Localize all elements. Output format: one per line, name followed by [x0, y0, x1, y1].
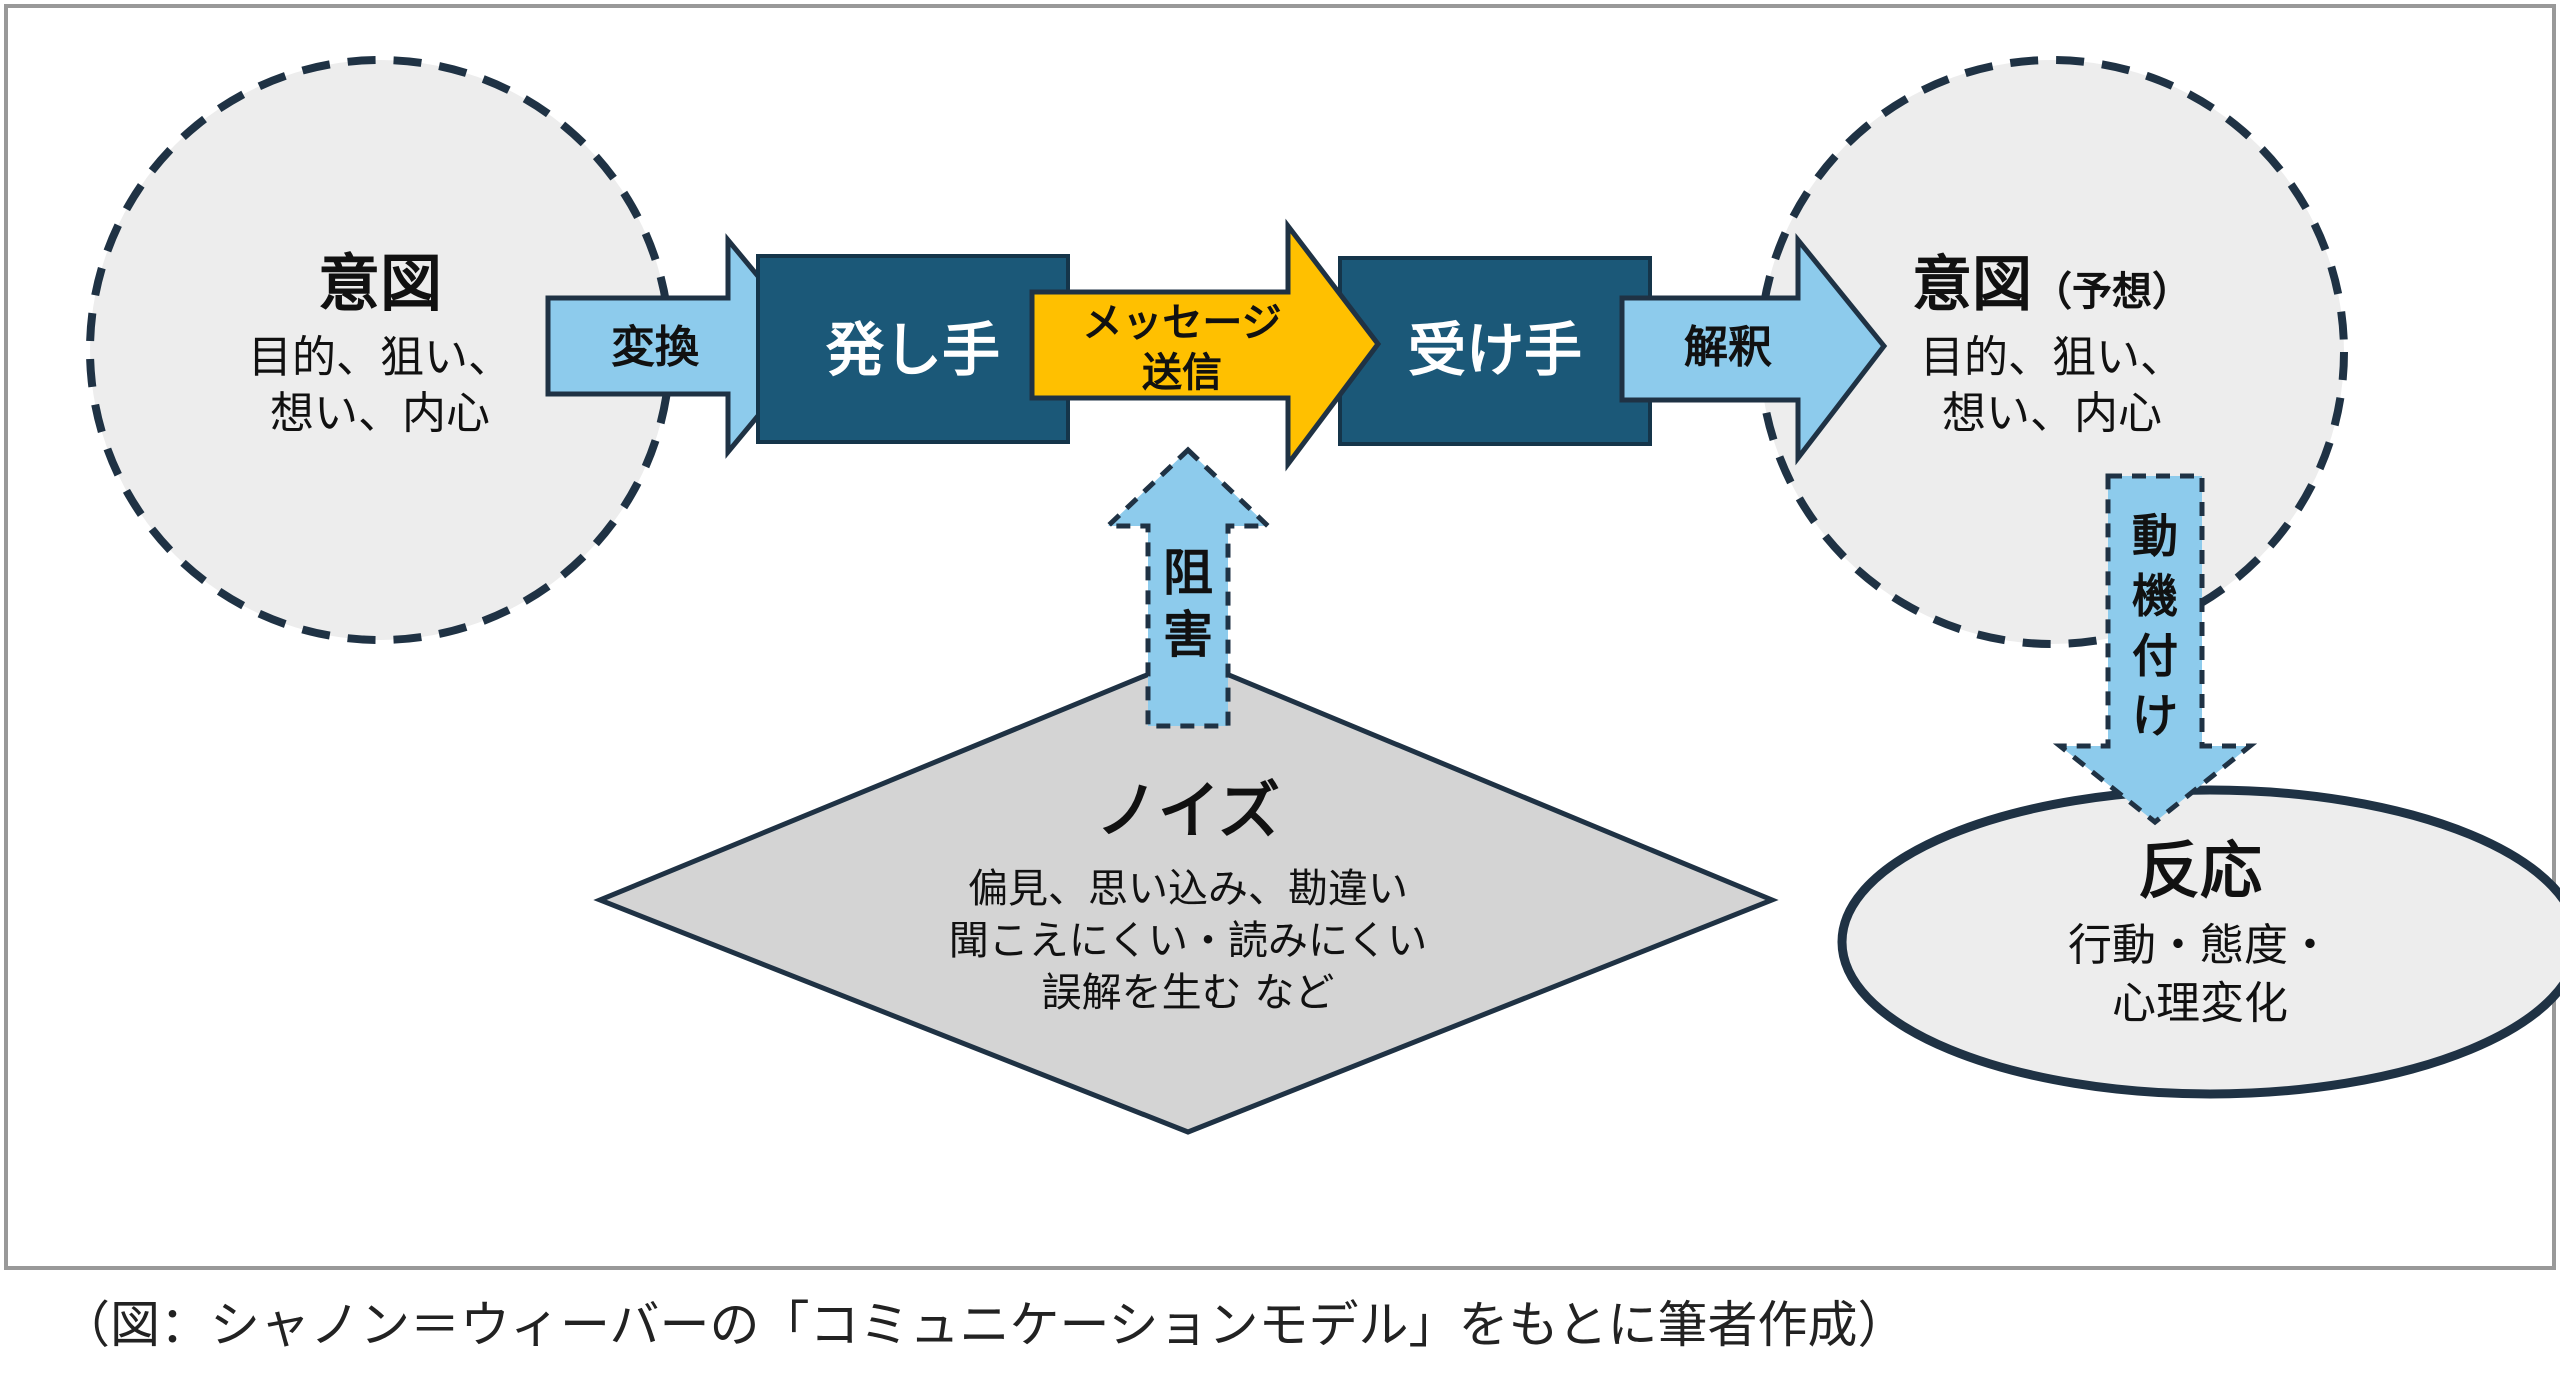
noise-line-2: 聞こえにくい・読みにくい — [949, 918, 1427, 964]
sender-intent-title: 意図 — [318, 247, 442, 320]
interpret-arrow-label: 解釈 — [1684, 322, 1772, 373]
motivate-arrow-char-2: 機 — [2132, 569, 2178, 623]
obstruct-arrow-char-1: 阻 — [1163, 544, 1213, 602]
noise-diamond — [593, 655, 1779, 1135]
receiver-intent-subtitle: （予想） — [2032, 269, 2192, 315]
message-arrow-line-2: 送信 — [1142, 350, 1222, 396]
sender-intent-line-1: 目的、狙い、 — [248, 332, 512, 383]
sender-box — [756, 254, 1070, 444]
motivate-arrow-char-3: 付 — [2132, 629, 2178, 683]
communication-model-diagram: 意図 目的、狙い、 想い、内心 意図（予想） 目的、狙い、 想い、内心 変換 発… — [4, 4, 2560, 1270]
receiver-intent-title: 意図（予想） — [1912, 250, 2192, 320]
reaction-line-2: 心理変化 — [2112, 978, 2288, 1029]
receiver-box — [1338, 256, 1652, 446]
interpret-arrow — [1619, 232, 1888, 466]
receiver-intent-title-main: 意図 — [1912, 250, 2032, 320]
reaction-title: 反応 — [2138, 834, 2262, 907]
obstruct-arrow-char-2: 害 — [1163, 606, 1213, 664]
receiver-intent-line-2: 想い、内心 — [1942, 388, 2162, 439]
sender-box-label: 発し手 — [826, 316, 1000, 384]
convert-arrow-label: 変換 — [611, 322, 700, 373]
figure-caption: （図：シャノン＝ウィーバーの「コミュニケーションモデル」をもとに筆者作成） — [60, 1296, 1908, 1354]
motivate-arrow-char-1: 動 — [2132, 509, 2178, 563]
noise-title: ノイズ — [1096, 774, 1280, 847]
reaction-line-1: 行動・態度・ — [2068, 920, 2332, 971]
message-arrow-line-1: メッセージ — [1082, 300, 1281, 346]
motivate-arrow-char-4: け — [2132, 689, 2178, 743]
receiver-intent-line-1: 目的、狙い、 — [1920, 332, 2184, 383]
motivate-arrow — [2052, 473, 2258, 826]
noise-line-3: 誤解を生む など — [1042, 970, 1335, 1016]
receiver-box-label: 受け手 — [1408, 316, 1582, 384]
obstruct-arrow — [1101, 446, 1275, 729]
noise-line-1: 偏見、思い込み、勘違い — [968, 866, 1408, 912]
sender-intent-line-2: 想い、内心 — [270, 388, 490, 439]
message-arrow — [1029, 218, 1382, 472]
reaction-ellipse — [1837, 785, 2560, 1099]
